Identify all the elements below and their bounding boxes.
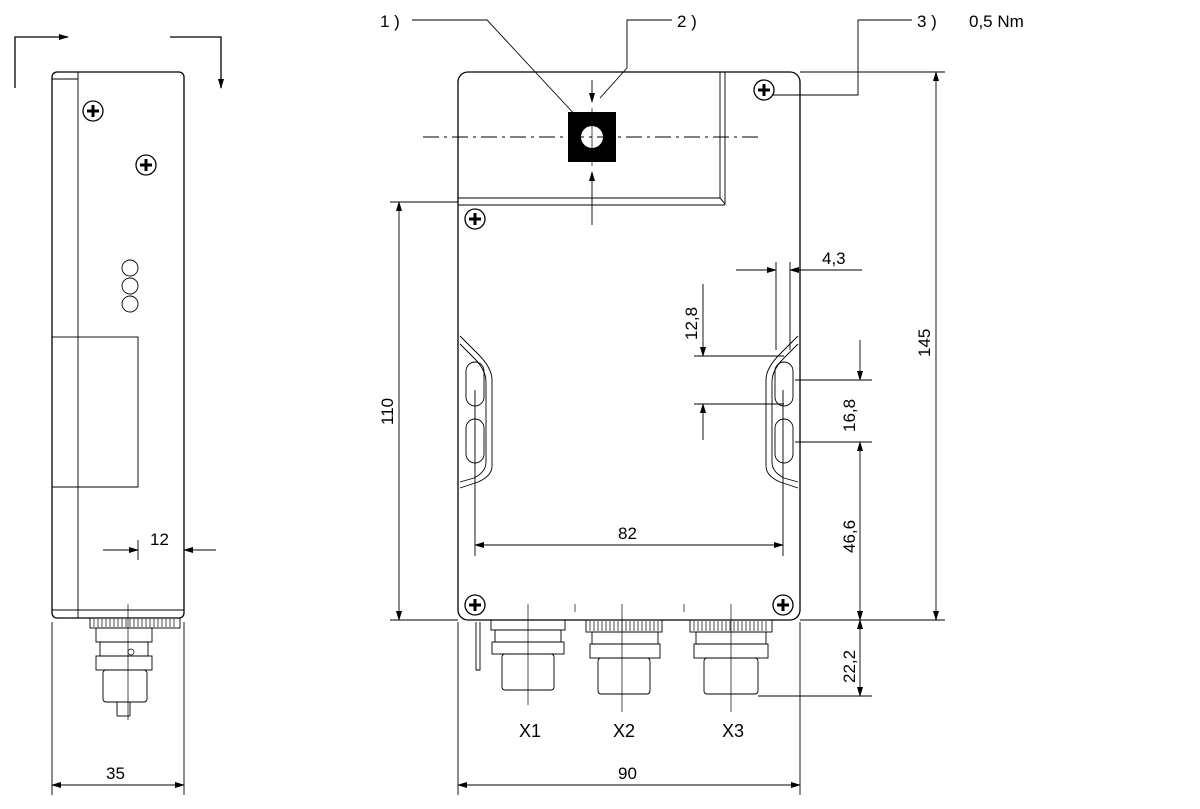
dimension-front-width: 90 <box>457 622 801 795</box>
dim-label: 35 <box>106 764 125 783</box>
front-view: 1 ) 2 ) 3 ) 0,5 Nm 145 110 <box>378 12 1024 795</box>
dim-label: 22,2 <box>840 650 859 683</box>
dimension-side-width: 35 <box>51 622 185 795</box>
screw-icon <box>771 593 795 617</box>
led-indicator-icon <box>121 259 139 313</box>
dimension-lower-height: 110 <box>378 201 458 621</box>
side-view: 12 35 <box>14 34 224 795</box>
connector-x3 <box>689 604 773 712</box>
dimension-hole-spacing: 82 <box>474 390 784 556</box>
dimension-connector-length: 22,2 <box>758 619 872 697</box>
dimension-slot-to-bottom: 46,6 <box>840 441 863 621</box>
dim-label: 16,8 <box>840 399 859 432</box>
view-arrow-left-icon <box>14 34 69 88</box>
dimension-side-offset: 12 <box>103 530 216 560</box>
dim-label: 90 <box>618 764 637 783</box>
mounting-slots-left <box>459 335 493 489</box>
dimension-slot-offset: 12,8 <box>682 284 784 440</box>
connector-x2 <box>585 604 663 712</box>
screw-icon <box>752 78 776 102</box>
sensor-head <box>458 72 726 206</box>
screw-icon <box>463 207 487 231</box>
dim-label: 145 <box>915 329 934 357</box>
connector-x1 <box>475 604 566 705</box>
connector-label-x1: X1 <box>519 721 541 741</box>
callout-1: 1 ) <box>380 12 579 119</box>
svg-text:2 ): 2 ) <box>677 12 697 31</box>
dim-label: 46,6 <box>840 520 859 553</box>
screw-icon <box>81 99 105 123</box>
dimension-slot-pitch: 16,8 <box>795 340 872 443</box>
screw-icon <box>463 593 487 617</box>
mounting-slots-right <box>765 335 799 489</box>
dim-label: 12 <box>150 530 169 549</box>
view-arrow-right-icon <box>170 36 224 89</box>
torque-value: 0,5 Nm <box>969 12 1024 31</box>
dim-label: 110 <box>378 398 397 425</box>
callout-3: 3 ) 0,5 Nm <box>772 12 1024 96</box>
svg-text:1 ): 1 ) <box>380 12 400 31</box>
screw-icon <box>134 153 158 177</box>
callout-2: 2 ) <box>599 12 697 99</box>
side-connector <box>89 604 181 720</box>
dimension-slot-width: 4,3 <box>736 249 862 350</box>
svg-text:3 ): 3 ) <box>917 12 937 31</box>
connector-label-x2: X2 <box>613 721 635 741</box>
dim-label: 82 <box>618 524 637 543</box>
dim-label: 12,8 <box>682 307 701 340</box>
connector-label-x3: X3 <box>722 721 744 741</box>
dimension-total-height: 145 <box>800 71 945 621</box>
dim-label: 4,3 <box>822 249 846 268</box>
